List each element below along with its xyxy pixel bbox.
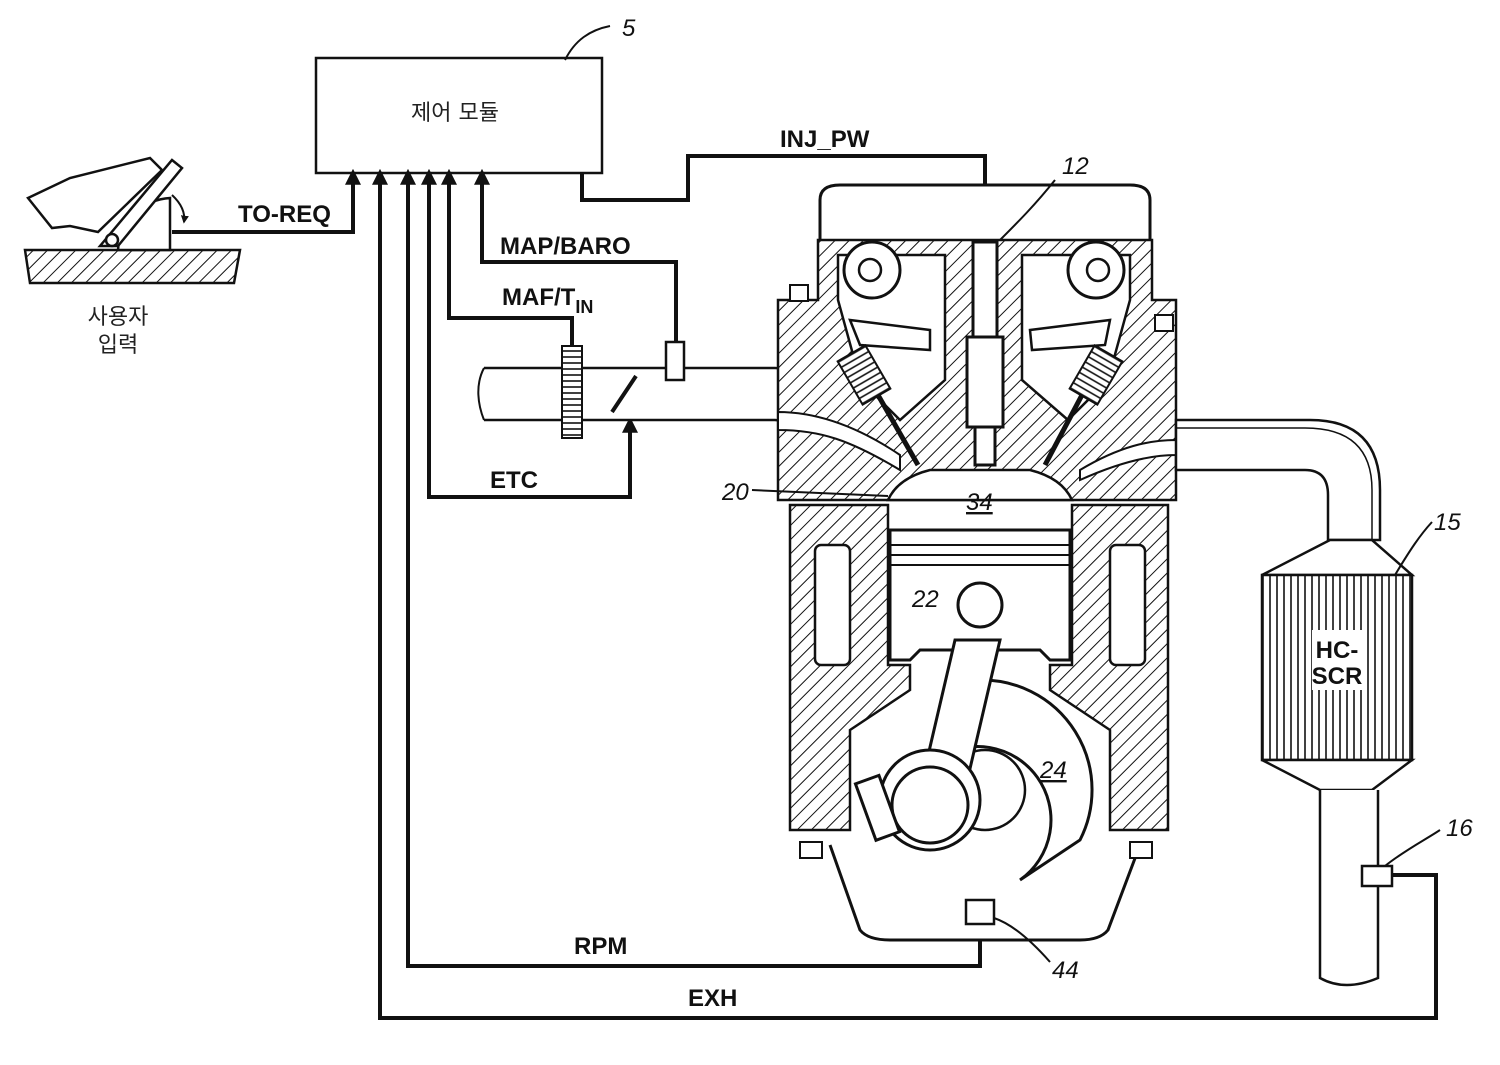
maf-label: MAF/TIN [502,284,593,317]
exhaust-sensor [1362,866,1392,886]
crank-sensor-ref: 44 [1052,957,1079,984]
catalyst-label-2: SCR [1312,663,1363,690]
crank-sensor [966,900,994,924]
control-module: 제어 모듈 5 [316,15,636,173]
combustion-chamber-ref: 34 [966,489,993,516]
fuel-injector [973,242,997,337]
exh-label: EXH [688,985,737,1012]
etc-label: ETC [490,467,538,494]
to-req-label: TO-REQ [238,201,331,228]
engine: 12 34 20 22 24 44 [721,153,1176,984]
user-input-label-2: 입력 [98,333,138,358]
inj-pw-label: INJ_PW [780,126,870,153]
injector-ref: 12 [1062,153,1089,180]
map-sensor [666,342,684,380]
maf-sensor [562,346,582,438]
piston-ref: 22 [911,586,939,613]
rpm-label: RPM [574,933,627,960]
cylinder-wall-ref: 20 [721,479,749,506]
catalyst-ref: 15 [1434,509,1461,536]
control-module-label: 제어 모듈 [411,101,499,126]
accelerator-pedal: 사용자 입력 [25,158,240,358]
map-baro-label: MAP/BARO [500,233,631,260]
etc-line [429,172,630,497]
crankshaft-ref: 24 [1039,757,1067,784]
exhaust-system: HC- SCR 15 16 [1176,420,1473,985]
catalyst-label-1: HC- [1316,637,1359,664]
control-module-ref: 5 [622,15,636,42]
user-input-label-1: 사용자 [88,305,149,330]
exhaust-sensor-ref: 16 [1446,815,1473,842]
